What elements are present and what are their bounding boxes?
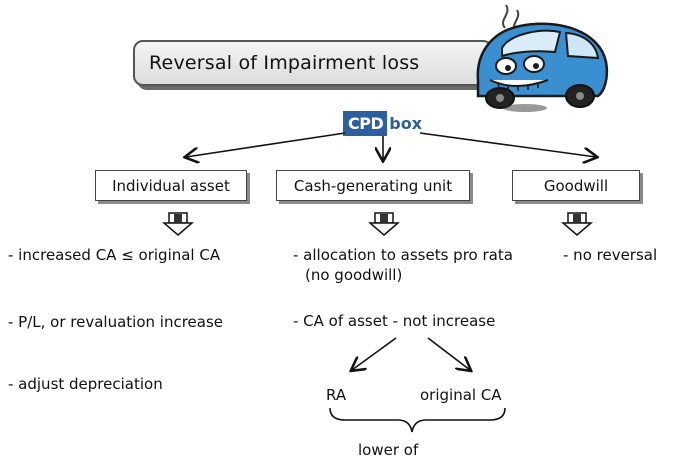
logo-box-text: box [389, 114, 423, 133]
cgu-label: Cash-generating unit [293, 176, 453, 195]
original-ca-label: original CA [420, 386, 502, 404]
individual-point-3: - adjust depreciation [8, 375, 163, 393]
lower-of-label: lower of [358, 441, 419, 459]
cgu-allocation-line2: (no goodwill) [305, 266, 403, 284]
down-arrow-icon [161, 212, 195, 236]
logo-cpd-text: CPD [343, 111, 388, 136]
arrow-to-goodwill [419, 132, 596, 157]
individual-point-2: - P/L, or revaluation increase [8, 313, 224, 331]
individual-point-1: - increased CA ≤ original CA [8, 246, 221, 264]
cpdbox-logo: CPD box [343, 104, 424, 136]
ra-label: RA [326, 386, 347, 404]
curly-brace [329, 407, 506, 433]
individual-asset-box: Individual asset [95, 170, 247, 201]
individual-asset-label: Individual asset [112, 176, 230, 195]
goodwill-label: Goodwill [543, 176, 609, 195]
cgu-allocation-line1: - allocation to assets pro rata [293, 246, 513, 264]
down-arrow-icon [560, 212, 594, 236]
arrow-to-individual [186, 132, 346, 157]
title-box: Reversal of Impairment loss [133, 40, 493, 86]
goodwill-point-1: - no reversal [563, 246, 658, 264]
down-arrow-icon [367, 212, 401, 236]
goodwill-box: Goodwill [512, 170, 640, 201]
cgu-box: Cash-generating unit [276, 170, 470, 201]
diagram-title: Reversal of Impairment loss [149, 52, 420, 74]
branch-arrow [352, 337, 397, 370]
cgu-ca-line: - CA of asset - not increase [293, 312, 496, 330]
branch-arrow [427, 337, 470, 370]
